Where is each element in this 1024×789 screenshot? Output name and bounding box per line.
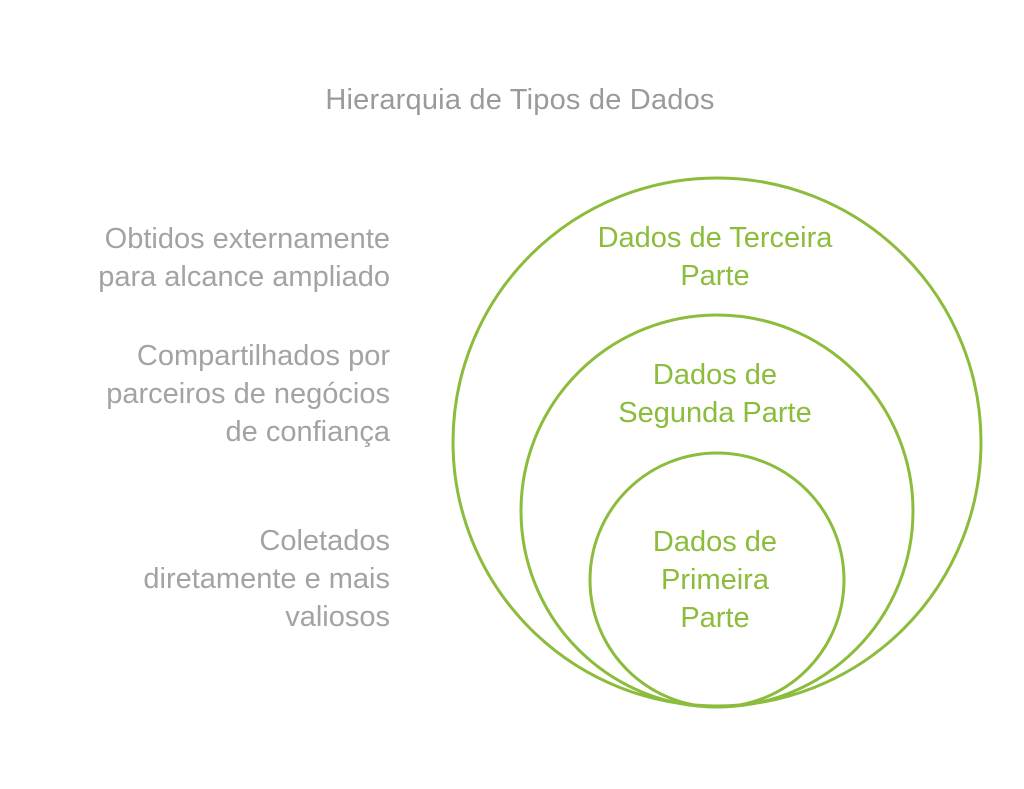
description-second-party: Compartilhados por parceiros de negócios… [106, 340, 390, 448]
label-first-party: Dados de Primeira Parte [652, 526, 778, 634]
description-third-party: Obtidos externamente para alcance amplia… [98, 223, 390, 293]
ring-first-party [588, 451, 846, 709]
label-second-party: Dados de Segunda Parte [618, 359, 812, 429]
description-first-party: Coletados diretamente e mais valiosos [143, 525, 390, 633]
label-third-party: Dados de Terceira Parte [597, 222, 833, 292]
diagram-title: Hierarquia de Tipos de Dados [325, 84, 715, 116]
